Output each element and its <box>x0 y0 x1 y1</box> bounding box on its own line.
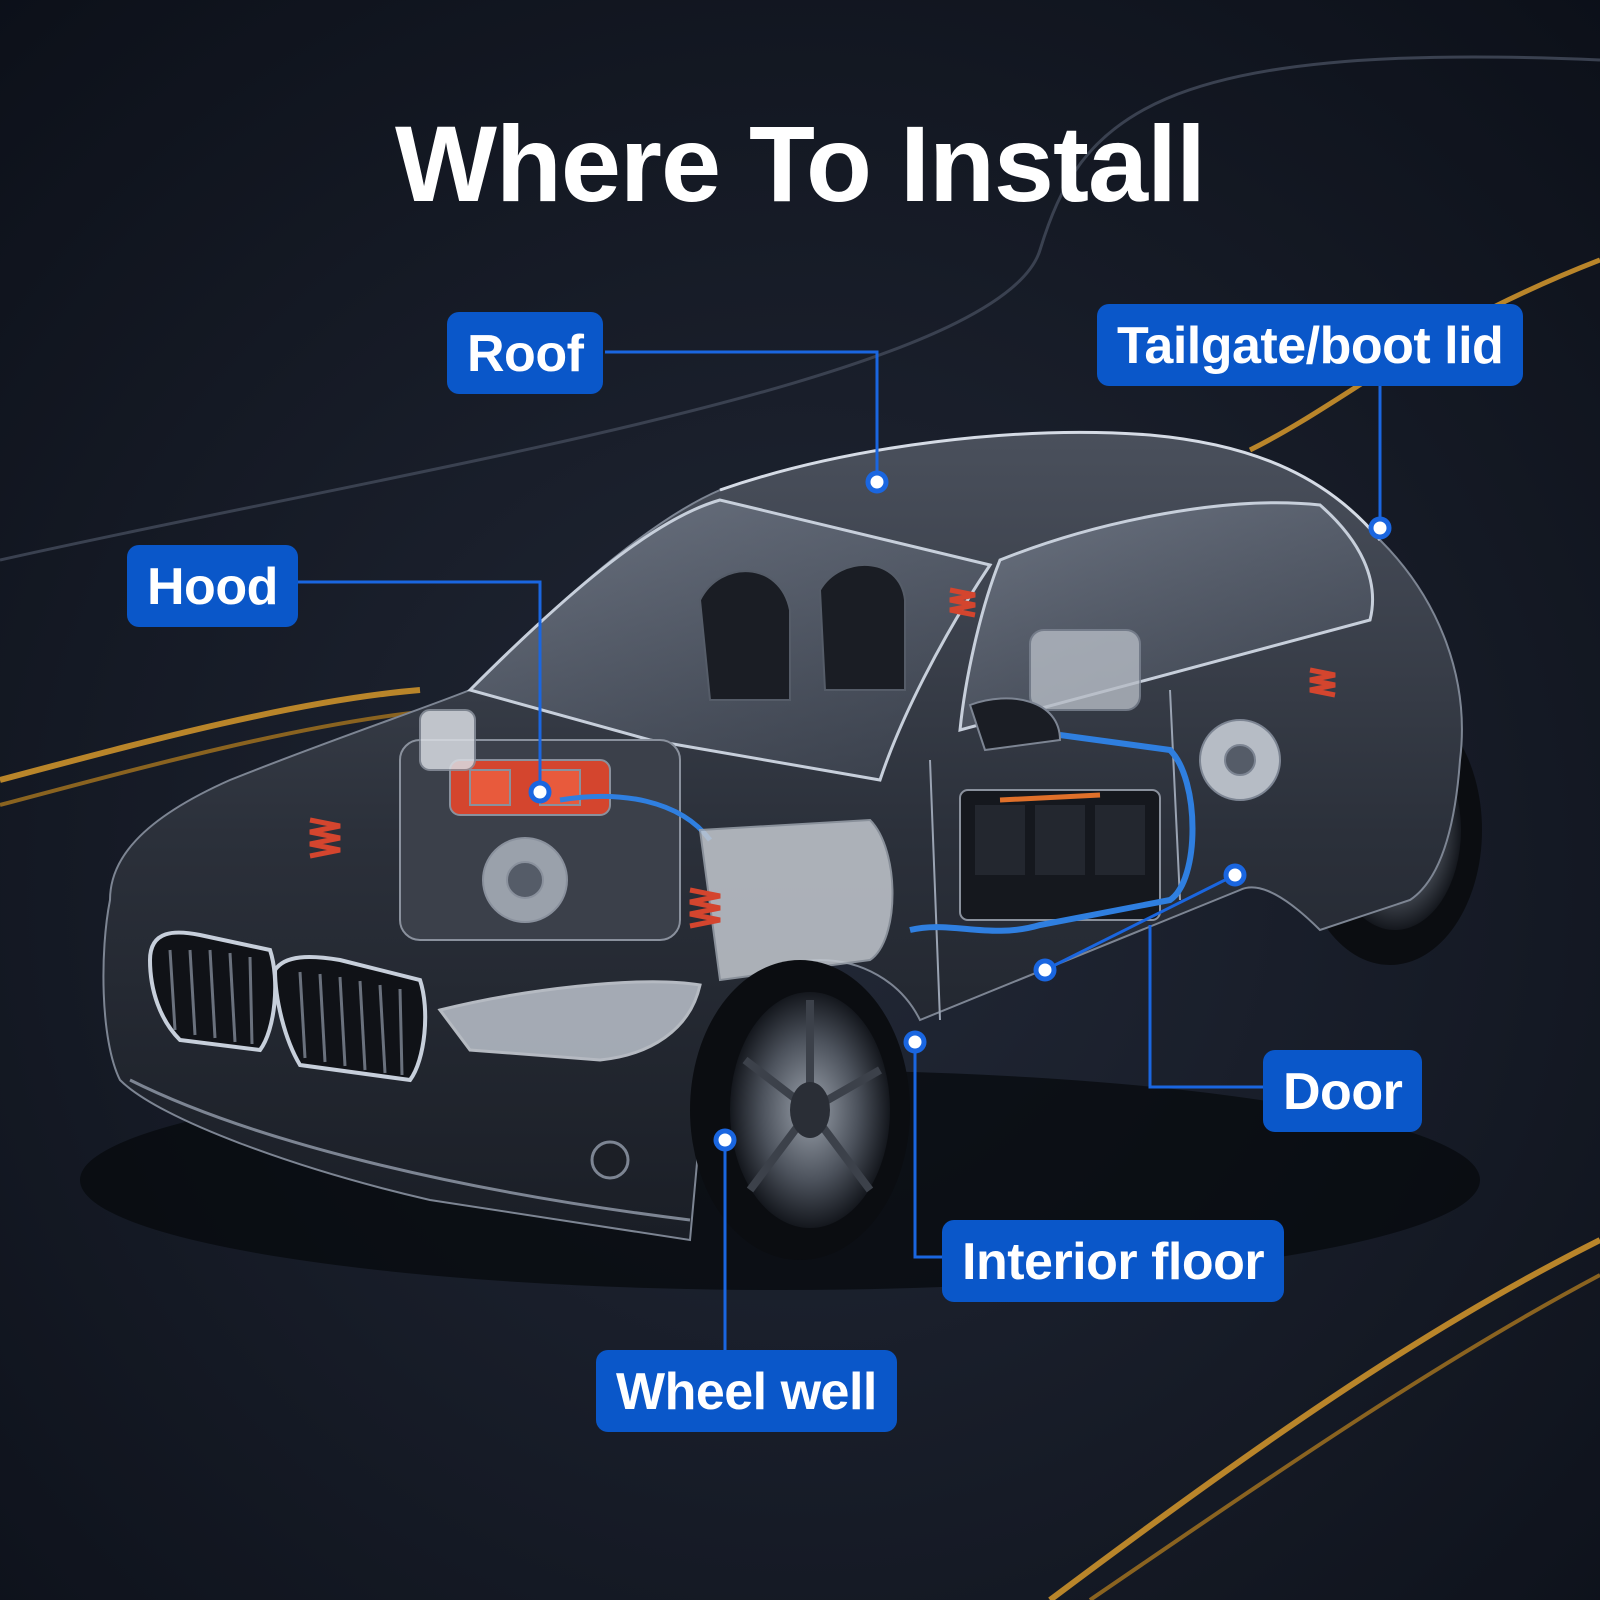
front-bumper <box>129 1078 691 1222</box>
rear-differential <box>1029 629 1281 801</box>
marker-interior-floor <box>903 1030 927 1054</box>
battery-pack <box>959 789 1161 921</box>
leader-line-door-connector <box>1044 873 1236 972</box>
roof-line <box>719 431 1382 541</box>
road-line-left-2 <box>0 710 421 807</box>
road-line-bottom-2 <box>1088 1273 1600 1600</box>
label-tailgate: Tailgate/boot lid <box>1097 304 1524 386</box>
transmission <box>698 818 894 982</box>
leader-line-interior-floor <box>913 1042 955 1259</box>
markers <box>528 470 1392 1152</box>
marker-tailgate <box>1368 516 1392 540</box>
leader-lines <box>290 350 1382 1350</box>
front-wheel <box>690 960 910 1260</box>
seats <box>698 563 906 701</box>
road-line-left <box>0 687 421 783</box>
leader-line-hood <box>290 580 542 792</box>
road-line-bottom <box>1048 1237 1600 1600</box>
marker-roof <box>865 470 889 494</box>
blue-wiring <box>909 732 1196 934</box>
fog-light <box>590 1140 630 1180</box>
label-hood: Hood <box>127 545 298 627</box>
label-door: Door <box>1263 1050 1423 1132</box>
marker-door-front <box>1033 958 1057 982</box>
side-mirror <box>968 697 1062 752</box>
headlight <box>437 980 702 1062</box>
label-roof: Roof <box>447 312 604 394</box>
label-interior-floor: Interior floor <box>942 1220 1285 1302</box>
page-title: Where To Install <box>394 103 1206 224</box>
label-wheel-well: Wheel well <box>596 1350 897 1432</box>
marker-wheel-well <box>713 1128 737 1152</box>
grille <box>147 930 428 1083</box>
leader-line-door <box>1148 925 1285 1089</box>
door-line <box>929 689 1181 1021</box>
suspension-springs <box>309 587 1336 929</box>
leader-line-roof <box>605 350 879 482</box>
marker-door-rear <box>1223 863 1247 887</box>
engine <box>399 709 712 941</box>
marker-hood <box>528 780 552 804</box>
road-edge-curve <box>0 55 1600 562</box>
